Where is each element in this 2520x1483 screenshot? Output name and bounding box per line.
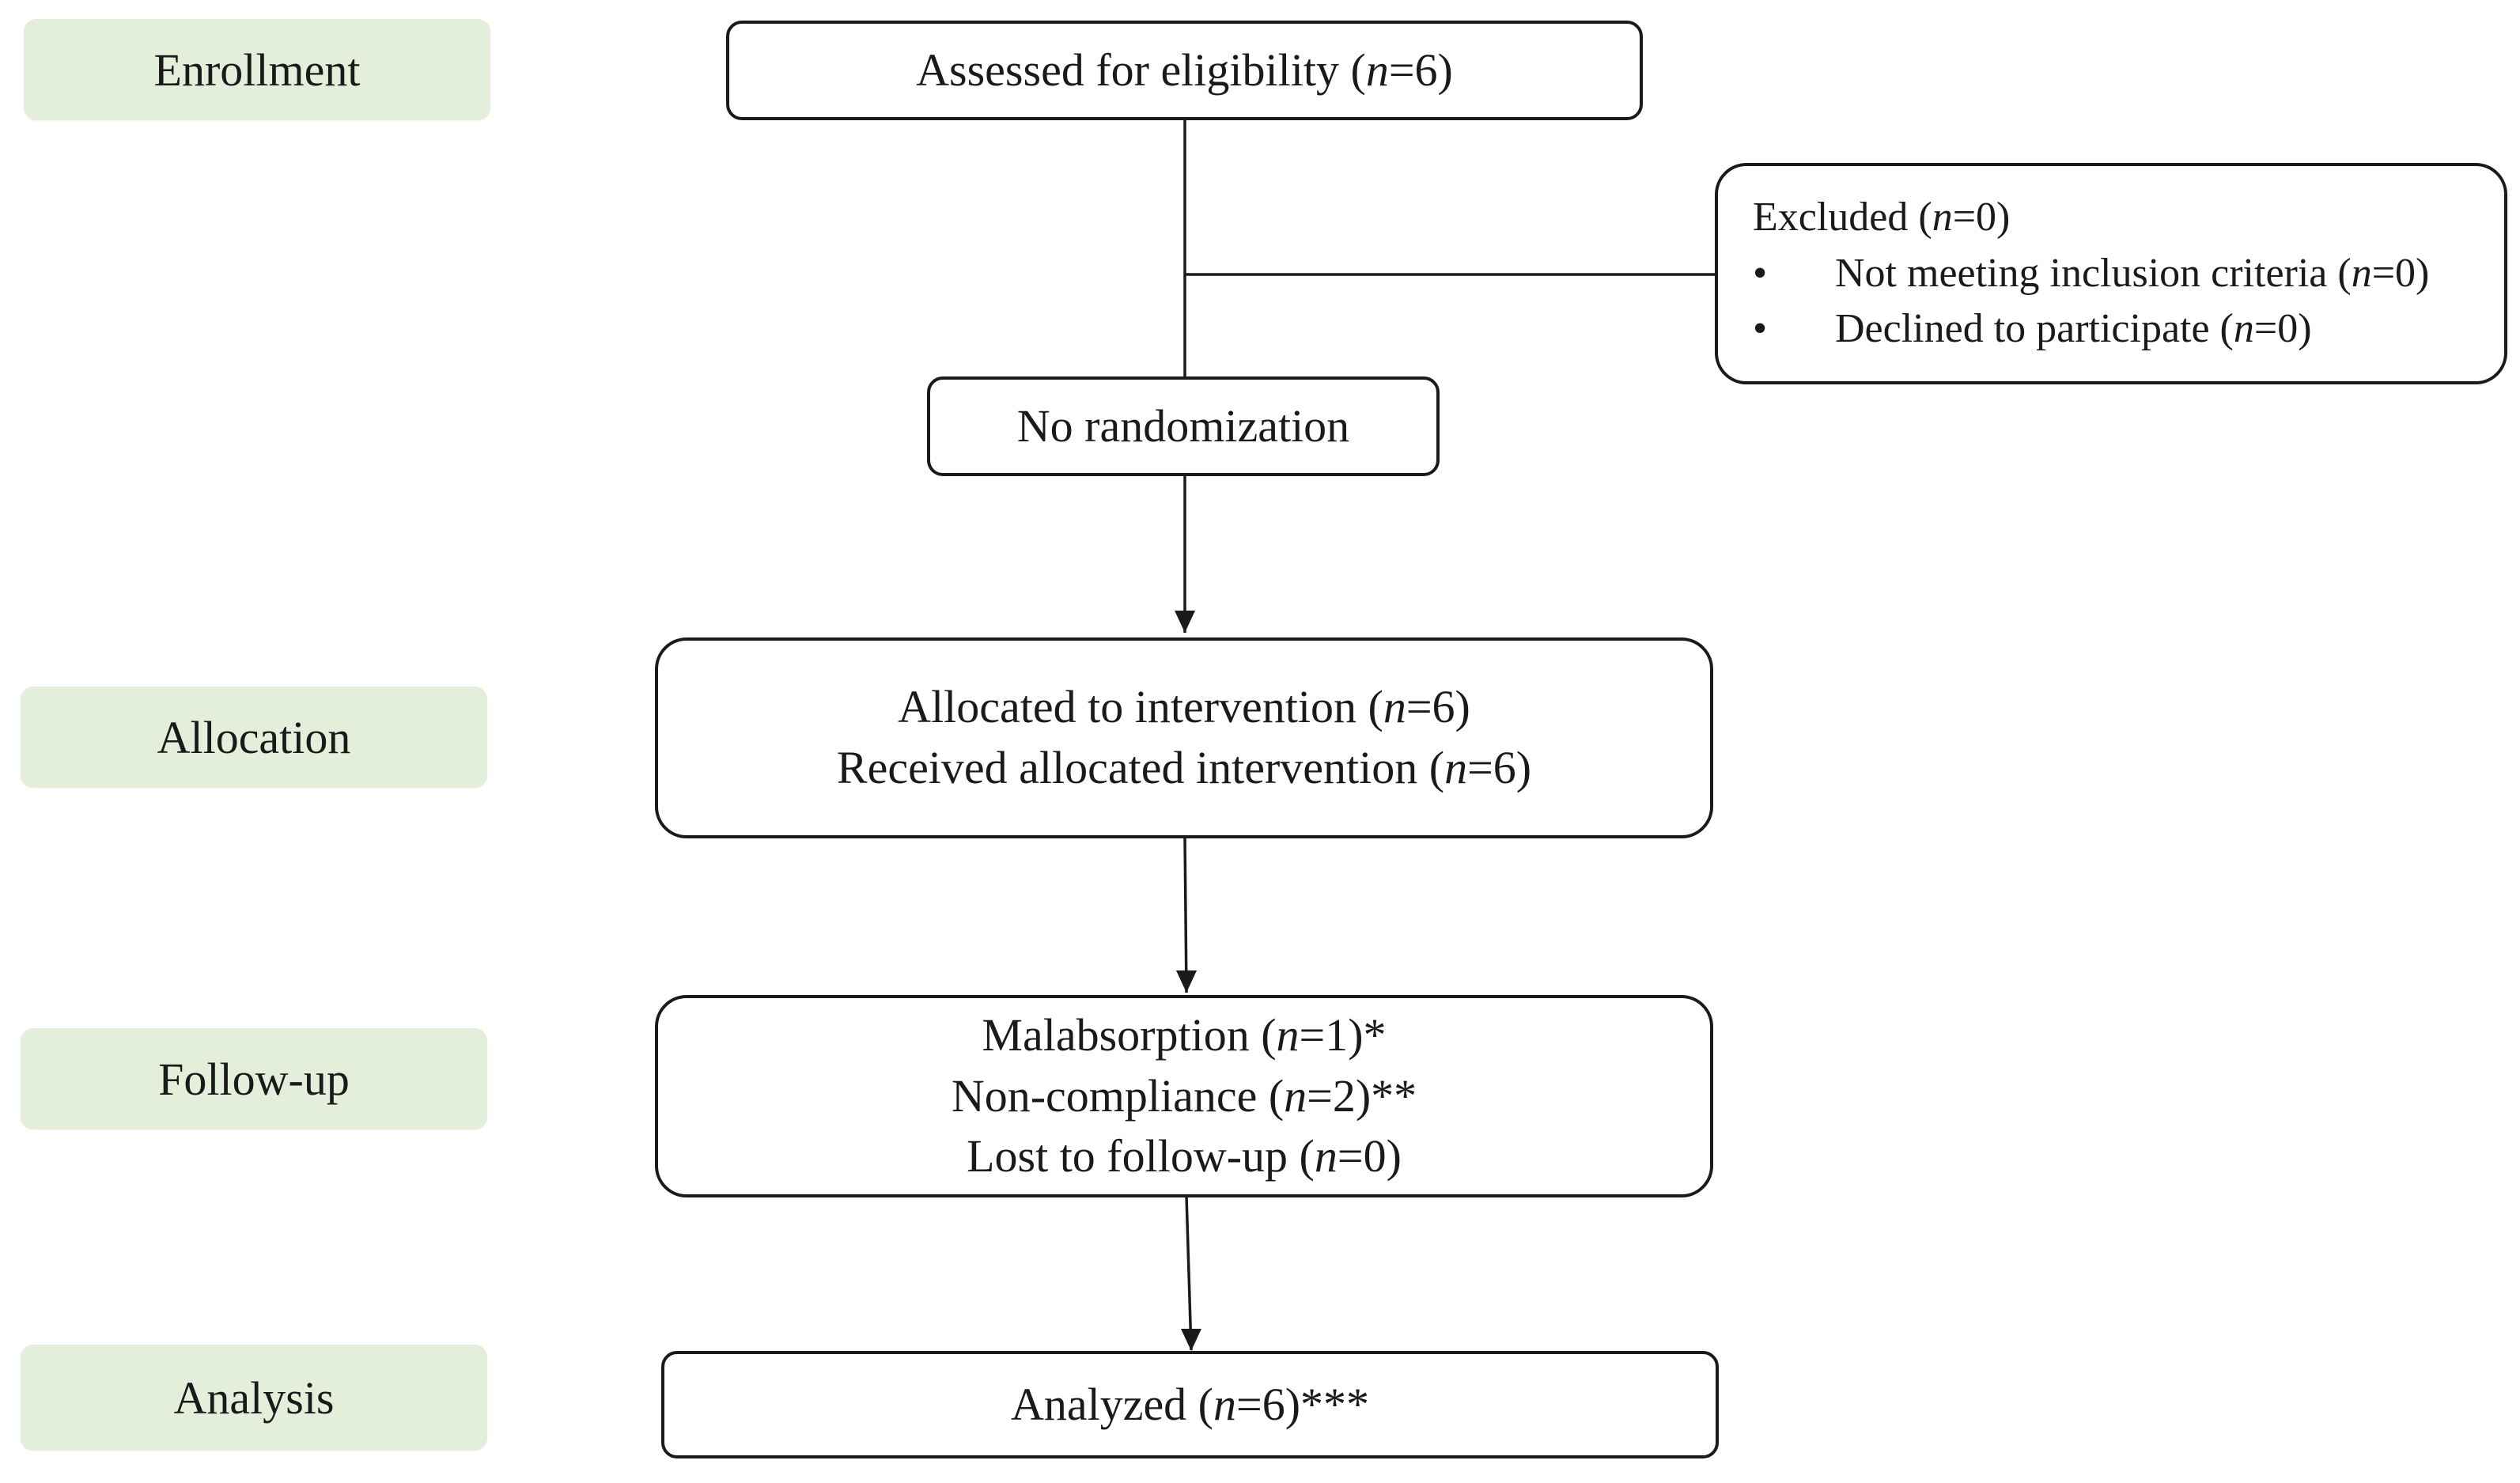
n-symbol: n	[1314, 1130, 1338, 1182]
n-symbol: n	[1213, 1378, 1236, 1430]
n-symbol: n	[2233, 306, 2254, 352]
connector-follow-up-to-analysis	[1185, 1195, 1193, 1351]
excluded-item: • Declined to participate (n=0)	[1753, 301, 2312, 358]
n-symbol: n	[1932, 194, 1953, 240]
no-randomization-box: No randomization	[927, 376, 1440, 476]
stage-label-text: Follow-up	[158, 1053, 350, 1105]
stage-label-text: Analysis	[173, 1371, 335, 1424]
excluded-title: Excluded (n=0)	[1753, 194, 2011, 240]
stage-label-allocation: Allocation	[21, 687, 487, 788]
follow-up-box: Malabsorption (n=1)* Non-compliance (n=2…	[655, 995, 1713, 1197]
received-text: Received allocated intervention (n=6)	[836, 742, 1532, 793]
malabsorption-text: Malabsorption (n=1)*	[982, 1009, 1387, 1061]
allocated-text: Allocated to intervention (n=6)	[898, 681, 1470, 733]
excluded-item: • Not meeting inclusion criteria (n=0)	[1753, 246, 2429, 302]
stage-label-enrollment: Enrollment	[24, 19, 490, 120]
arrowhead-to-analysis	[1181, 1329, 1201, 1351]
stage-label-text: Allocation	[157, 711, 351, 763]
lost-to-follow-up-text: Lost to follow-up (n=0)	[967, 1130, 1402, 1182]
analyzed-text: Analyzed (n=6)***	[1010, 1378, 1370, 1430]
bullet-icon: •	[1753, 306, 1768, 352]
n-symbol: n	[1444, 742, 1468, 793]
stage-label-analysis: Analysis	[21, 1345, 487, 1451]
assessed-text: Assessed for eligibility (n=6)	[916, 44, 1453, 96]
n-symbol: n	[2351, 250, 2372, 296]
bullet-icon: •	[1753, 250, 1768, 296]
no-randomization-text: No randomization	[1016, 399, 1350, 452]
connector-allocation-to-follow-up	[1183, 836, 1188, 993]
n-symbol: n	[1365, 44, 1389, 96]
n-symbol: n	[1383, 681, 1406, 733]
n-symbol: n	[1276, 1009, 1300, 1061]
analysis-box: Analyzed (n=6)***	[661, 1351, 1719, 1458]
excluded-box: Excluded (n=0) • Not meeting inclusion c…	[1715, 163, 2507, 384]
n-symbol: n	[1284, 1069, 1307, 1122]
arrowhead-to-follow-up	[1176, 970, 1197, 993]
assessed-box: Assessed for eligibility (n=6)	[726, 21, 1643, 120]
allocation-box: Allocated to intervention (n=6) Received…	[655, 637, 1713, 838]
arrowhead-to-allocation	[1175, 611, 1195, 633]
non-compliance-text: Non-compliance (n=2)**	[951, 1069, 1417, 1122]
stage-label-text: Enrollment	[153, 44, 361, 96]
stage-label-follow-up: Follow-up	[21, 1028, 487, 1129]
